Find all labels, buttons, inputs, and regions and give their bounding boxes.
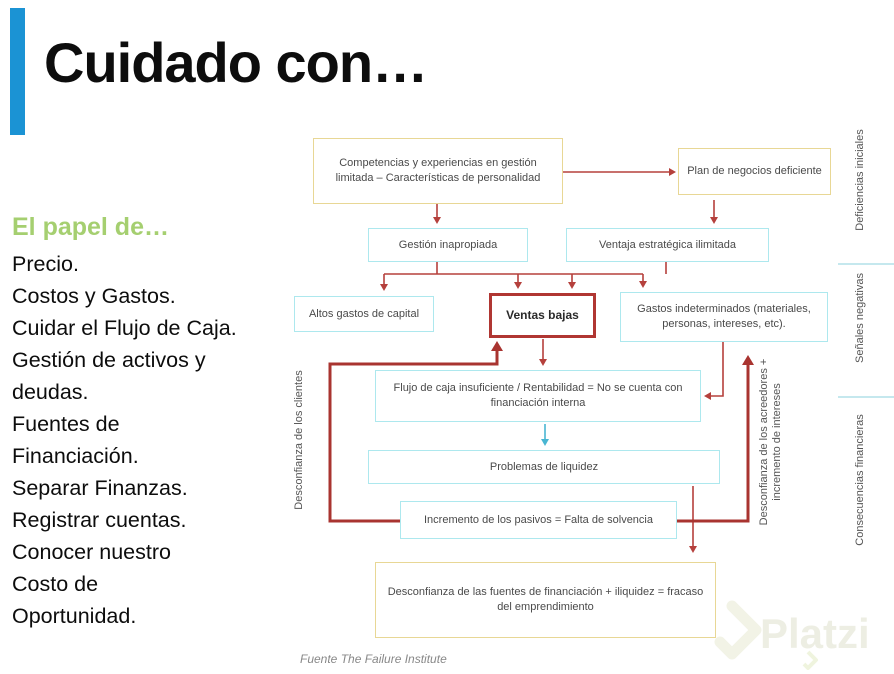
list-item: Fuentes de Financiación. bbox=[12, 412, 139, 468]
list-item: Cuidar el Flujo de Caja. bbox=[12, 316, 237, 340]
flow-box-plan-negocios: Plan de negocios deficiente bbox=[678, 148, 831, 195]
flow-box-fracaso: Desconfianza de las fuentes de financiac… bbox=[375, 562, 716, 638]
flow-box-incremento-pasivos: Incremento de los pasivos = Falta de sol… bbox=[400, 501, 677, 539]
list-item: Precio. bbox=[12, 252, 79, 276]
list-item: Gestión de activos y deudas. bbox=[12, 348, 206, 404]
flow-box-flujo-caja: Flujo de caja insuficiente / Rentabilida… bbox=[375, 370, 701, 422]
stage-divider bbox=[838, 263, 894, 265]
stage-divider bbox=[838, 396, 894, 398]
flow-box-ventaja-estrategica: Ventaja estratégica ilimitada bbox=[566, 228, 769, 262]
platzi-watermark: Platzi bbox=[704, 594, 894, 674]
list-item: Conocer nuestro Costo de Oportunidad. bbox=[12, 540, 171, 628]
platzi-logo-icon bbox=[714, 600, 818, 670]
flow-box-gestion-inapropiada: Gestión inapropiada bbox=[368, 228, 528, 262]
flow-box-problemas-liquidez: Problemas de liquidez bbox=[368, 450, 720, 484]
page-title: Cuidado con… bbox=[44, 31, 428, 94]
stage-label-senales: Señales negativas bbox=[854, 273, 866, 363]
sidebar-list: El papel de… Precio. Costos y Gastos. Cu… bbox=[12, 213, 244, 632]
edge-label-desconfianza-acreedores: Desconfianza de los acreedores + increme… bbox=[758, 358, 784, 526]
flow-box-competencias: Competencias y experiencias en gestión l… bbox=[313, 138, 563, 204]
thin-red-arrowheads bbox=[380, 168, 718, 553]
title-accent-bar bbox=[10, 8, 25, 135]
source-caption: Fuente The Failure Institute bbox=[300, 652, 447, 666]
edge-label-desconfianza-clientes: Desconfianza de los clientes bbox=[293, 370, 305, 510]
list-item: Registrar cuentas. bbox=[12, 508, 187, 532]
flow-box-altos-gastos: Altos gastos de capital bbox=[294, 296, 434, 332]
flow-box-ventas-bajas: Ventas bajas bbox=[489, 293, 596, 338]
stage-label-deficiencias: Deficiencias iniciales bbox=[854, 129, 866, 231]
list-item: Separar Finanzas. bbox=[12, 476, 188, 500]
flow-box-gastos-indeterminados: Gastos indeterminados (materiales, perso… bbox=[620, 292, 828, 342]
feedback-arrowheads bbox=[491, 341, 754, 365]
platzi-watermark-text: Platzi bbox=[760, 610, 870, 657]
list-item: Costos y Gastos. bbox=[12, 284, 176, 308]
sidebar-heading: El papel de… bbox=[12, 213, 169, 241]
stage-label-consecuencias: Consecuencias financieras bbox=[854, 414, 866, 546]
blue-arrowhead bbox=[541, 439, 549, 446]
